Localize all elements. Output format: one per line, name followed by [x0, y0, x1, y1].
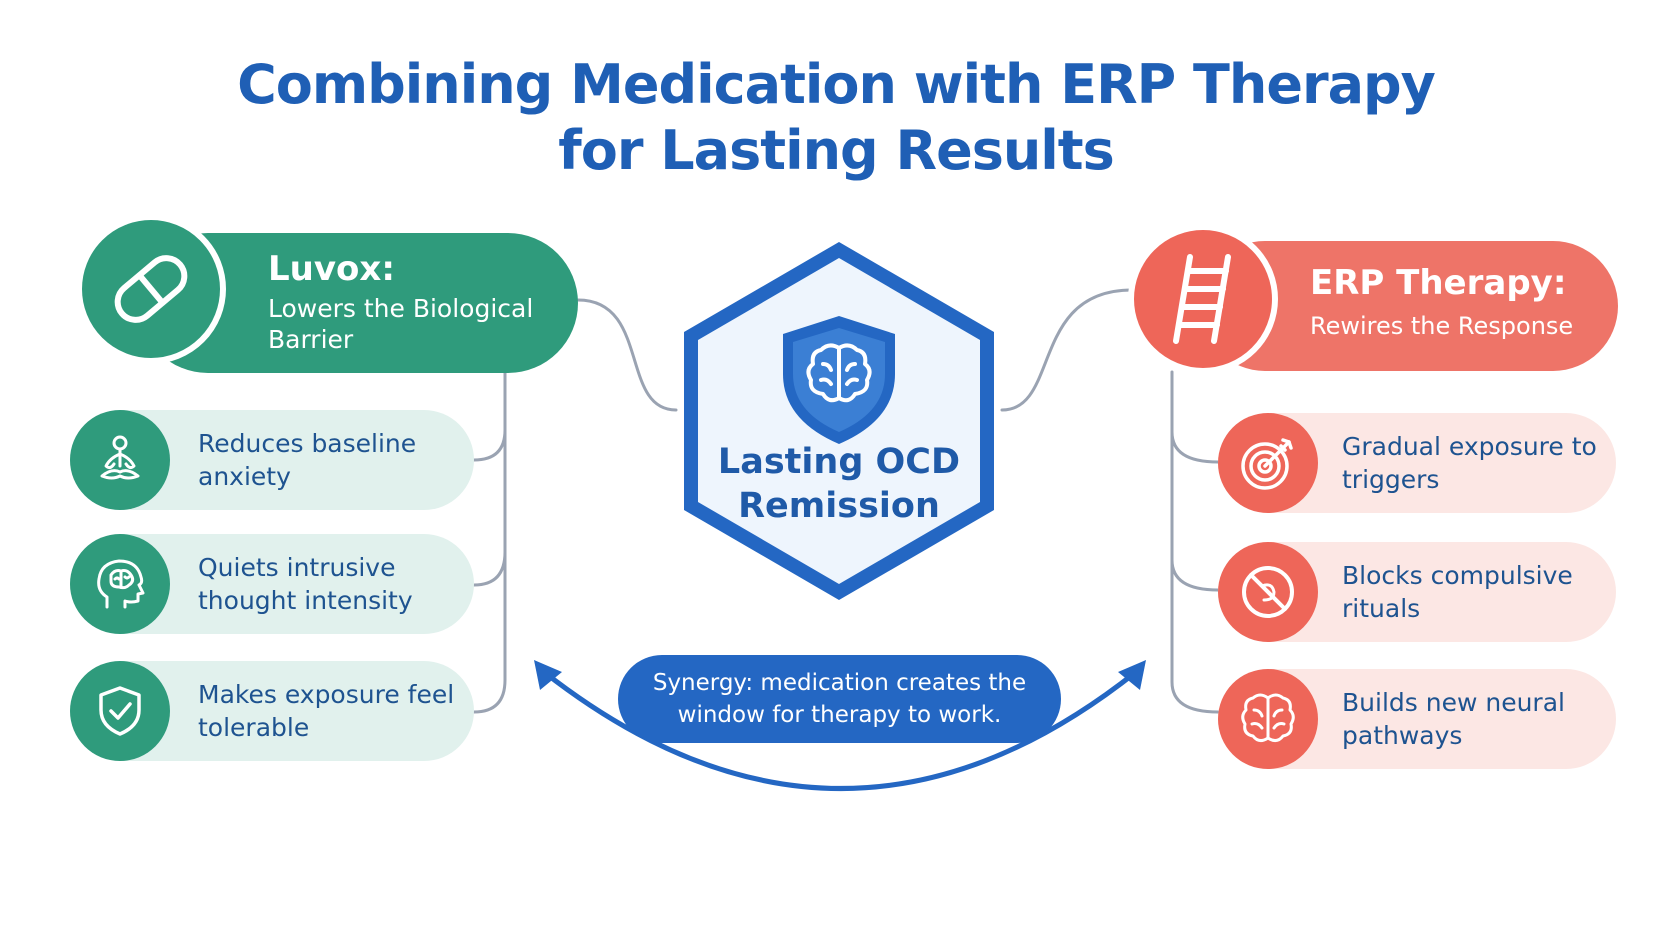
left-trunk-line: [472, 370, 507, 714]
ladder-icon: [1128, 224, 1278, 374]
erp-item-3-label: Builds new neural pathways: [1342, 688, 1565, 750]
erp-item-1: Gradual exposure to triggers: [1218, 413, 1616, 513]
shield-check-icon: [70, 661, 170, 761]
erp-item-2: Blocks compulsive rituals: [1218, 542, 1616, 642]
erp-title: ERP Therapy:: [1310, 263, 1567, 303]
left-to-center-line: [576, 298, 678, 412]
brain-icon: [1218, 669, 1318, 769]
luvox-item-2-label: Quiets intrusive thought intensity: [198, 553, 413, 615]
luvox-item-3: Makes exposure feel tolerable: [70, 661, 474, 761]
no-symbol-icon: [1218, 542, 1318, 642]
luvox-item-2: Quiets intrusive thought intensity: [70, 534, 474, 634]
erp-subtitle: Rewires the Response: [1310, 312, 1574, 340]
luvox-item-1-label: Reduces baseline anxiety: [198, 429, 417, 491]
head-brain-icon: [70, 534, 170, 634]
luvox-item-1: Reduces baseline anxiety: [70, 410, 474, 510]
target-icon: [1218, 413, 1318, 513]
pill-icon: [76, 214, 226, 364]
right-trunk-line: [1170, 370, 1220, 714]
meditation-icon: [70, 410, 170, 510]
arc-arrowhead-right: [1118, 660, 1146, 690]
shield-brain-icon: [771, 312, 907, 448]
luvox-title: Luvox:: [268, 249, 395, 289]
arc-arrowhead-left: [534, 660, 562, 690]
title-line-2: for Lasting Results: [558, 119, 1115, 182]
right-branch-1: [1170, 430, 1220, 464]
erp-item-3: Builds new neural pathways: [1218, 669, 1616, 769]
erp-item-1-label: Gradual exposure to triggers: [1342, 432, 1597, 494]
left-branch-2: [472, 550, 507, 587]
luvox-item-3-label: Makes exposure feel tolerable: [198, 680, 455, 742]
synergy-banner: Synergy: medication creates the window f…: [618, 655, 1061, 743]
remission-label: Lasting OCD Remission: [717, 442, 961, 526]
right-branch-2: [1170, 558, 1220, 592]
erp-item-2-label: Blocks compulsive rituals: [1342, 561, 1573, 623]
page-title: Combining Medication with ERP Therapy fo…: [0, 52, 1672, 184]
title-line-1: Combining Medication with ERP Therapy: [237, 53, 1436, 116]
right-to-center-line: [1000, 288, 1134, 412]
left-branch-1: [472, 428, 507, 462]
luvox-subtitle: Lowers the Biological Barrier: [268, 294, 534, 354]
